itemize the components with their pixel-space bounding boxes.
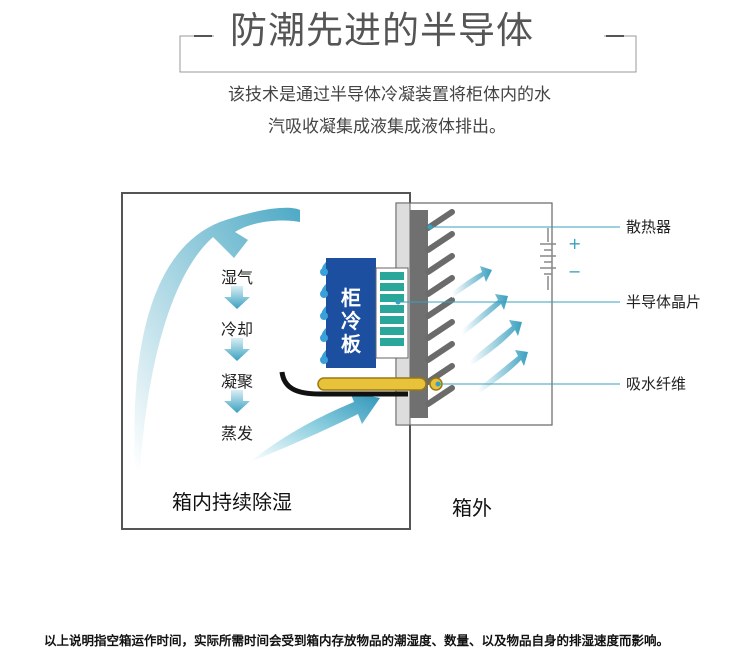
flow-down-arrows xyxy=(224,286,250,413)
chip-cells xyxy=(380,272,404,346)
cold-plate-char-3: 板 xyxy=(341,332,361,356)
cold-plate xyxy=(326,258,376,368)
moisture-curve-arrow xyxy=(134,207,300,470)
outside-label: 箱外 xyxy=(452,496,492,520)
footnote: 以上说明指空箱运作时间，实际所需时间会受到箱内存放物品的潮湿度、数量、以及物品自… xyxy=(44,633,670,648)
callout-chip: 半导体晶片 xyxy=(626,293,702,311)
callout-fiber: 吸水纤维 xyxy=(626,375,687,393)
battery-symbol xyxy=(540,228,556,290)
page-title: 防潮先进的半导体 xyxy=(230,9,534,52)
evaporation-arrow xyxy=(250,392,380,462)
flow-step-evaporation: 蒸发 xyxy=(221,424,254,443)
water-drops xyxy=(320,262,328,364)
battery-minus: − xyxy=(568,262,582,281)
heatsink-base xyxy=(410,210,428,418)
cold-plate-char-2: 冷 xyxy=(341,309,361,333)
cold-plate-char-1: 柜 xyxy=(341,286,361,310)
absorbent-fiber xyxy=(317,377,427,391)
flow-step-moisture: 湿气 xyxy=(221,268,254,287)
heat-arrows xyxy=(452,266,528,394)
title-frame xyxy=(179,35,637,73)
callout-dots xyxy=(395,224,441,387)
callout-heatsink: 散热器 xyxy=(626,218,672,236)
battery-plus: + xyxy=(568,234,582,253)
description-line-1: 该技术是通过半导体冷凝装置将柜体内的水 xyxy=(228,85,551,105)
inside-label: 箱内持续除湿 xyxy=(172,490,292,514)
drain-tray xyxy=(279,371,408,397)
flow-step-cooling: 冷却 xyxy=(221,320,254,339)
callout-lines xyxy=(398,226,620,385)
description-line-2: 汽吸收凝集成液集成液体排出。 xyxy=(268,117,506,137)
flow-step-condensing: 凝聚 xyxy=(221,372,254,391)
